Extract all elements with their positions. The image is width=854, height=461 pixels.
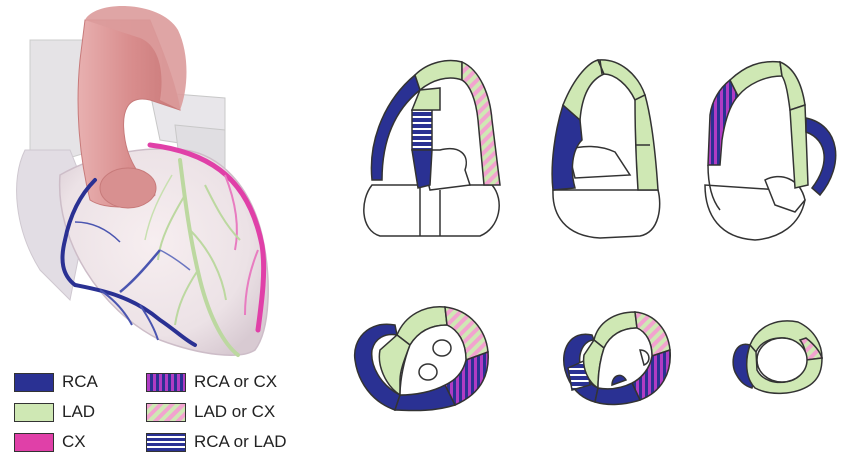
legend-label-rca-or-cx: RCA or CX bbox=[194, 372, 278, 391]
segment-divider bbox=[599, 59, 650, 146]
rca-branch-4 bbox=[74, 221, 121, 243]
lad-segment bbox=[414, 59, 463, 92]
rca-or-lad-segment bbox=[411, 109, 433, 151]
lad-or-cx-swatch bbox=[146, 402, 186, 422]
rca-artery bbox=[60, 178, 197, 347]
rca-branch-2 bbox=[139, 304, 159, 341]
papillary-muscle bbox=[639, 349, 650, 366]
aortic-root bbox=[99, 167, 157, 209]
legend-label-rca: RCA bbox=[62, 372, 98, 391]
rca-or-cx-swatch bbox=[146, 372, 186, 392]
lad-segment bbox=[789, 103, 809, 189]
heart-illustration bbox=[16, 6, 269, 357]
papillary-muscle bbox=[418, 363, 438, 381]
lad-branch-3 bbox=[174, 269, 199, 326]
lad-segment bbox=[562, 59, 605, 122]
rca-branch-5 bbox=[159, 249, 191, 271]
aortic-arch bbox=[85, 6, 187, 110]
legend-label-lad-or-cx: LAD or CX bbox=[194, 402, 276, 421]
papillary-muscle bbox=[611, 374, 628, 387]
long-axis-view-four-chamber bbox=[363, 59, 501, 237]
legend-item-rca-or-cx: RCA or CX bbox=[146, 372, 277, 392]
rca-branch-1 bbox=[119, 249, 161, 293]
septum-line bbox=[419, 185, 441, 236]
cx-branch bbox=[224, 174, 238, 251]
rca-segment bbox=[805, 117, 837, 197]
legend-item-cx: CX bbox=[14, 432, 86, 452]
inner-line bbox=[707, 164, 721, 211]
short-axis-view-mid bbox=[563, 311, 671, 406]
cx-branch-2 bbox=[244, 249, 259, 316]
lv-cavity bbox=[756, 337, 808, 383]
lad-segment bbox=[410, 87, 441, 111]
lv-cavity bbox=[597, 327, 653, 390]
lad-segment bbox=[596, 59, 646, 102]
ventricle-outline bbox=[363, 184, 500, 237]
rca-swatch bbox=[14, 372, 54, 392]
ventricle-outline bbox=[552, 189, 661, 239]
rca-branch-3 bbox=[99, 289, 133, 326]
long-axis-view-three-chamber bbox=[704, 60, 837, 241]
lad-branch-4 bbox=[204, 184, 241, 241]
legend-label-lad: LAD bbox=[62, 402, 96, 421]
legend: RCA LAD CX RCA or CX LAD or CX RCA or LA… bbox=[14, 372, 314, 458]
legend-item-rca: RCA bbox=[14, 372, 98, 392]
legend-item-rca-or-lad: RCA or LAD bbox=[146, 432, 287, 452]
lad-branch-1 bbox=[157, 194, 186, 261]
lad-branch-2 bbox=[189, 229, 227, 301]
rca-or-cx-segment bbox=[707, 78, 739, 166]
lad-segment bbox=[729, 60, 783, 98]
lad-swatch bbox=[14, 402, 54, 422]
legend-item-lad-or-cx: LAD or CX bbox=[146, 402, 275, 422]
papillary-muscle bbox=[432, 339, 452, 357]
valve-outline bbox=[567, 145, 632, 179]
rca-segment bbox=[551, 103, 583, 191]
lad-segment bbox=[779, 60, 806, 111]
cx-swatch bbox=[14, 432, 54, 452]
cx-artery bbox=[147, 142, 267, 333]
legend-label-rca-or-lad: RCA or LAD bbox=[194, 432, 287, 451]
lad-branch-5 bbox=[144, 174, 173, 241]
lad-segment bbox=[634, 93, 659, 191]
short-axis-view-basal bbox=[353, 306, 489, 412]
rca-or-lad-swatch bbox=[146, 432, 186, 452]
valve-outline bbox=[419, 148, 472, 191]
rca-segment-septal bbox=[411, 149, 433, 189]
long-axis-view-two-chamber bbox=[551, 59, 661, 239]
lad-artery bbox=[178, 158, 240, 357]
short-axis-view-apical bbox=[732, 320, 824, 394]
legend-label-cx: CX bbox=[62, 432, 86, 451]
aorta bbox=[77, 19, 181, 208]
lad-or-cx-segment bbox=[461, 60, 501, 186]
legend-item-lad: LAD bbox=[14, 402, 95, 422]
